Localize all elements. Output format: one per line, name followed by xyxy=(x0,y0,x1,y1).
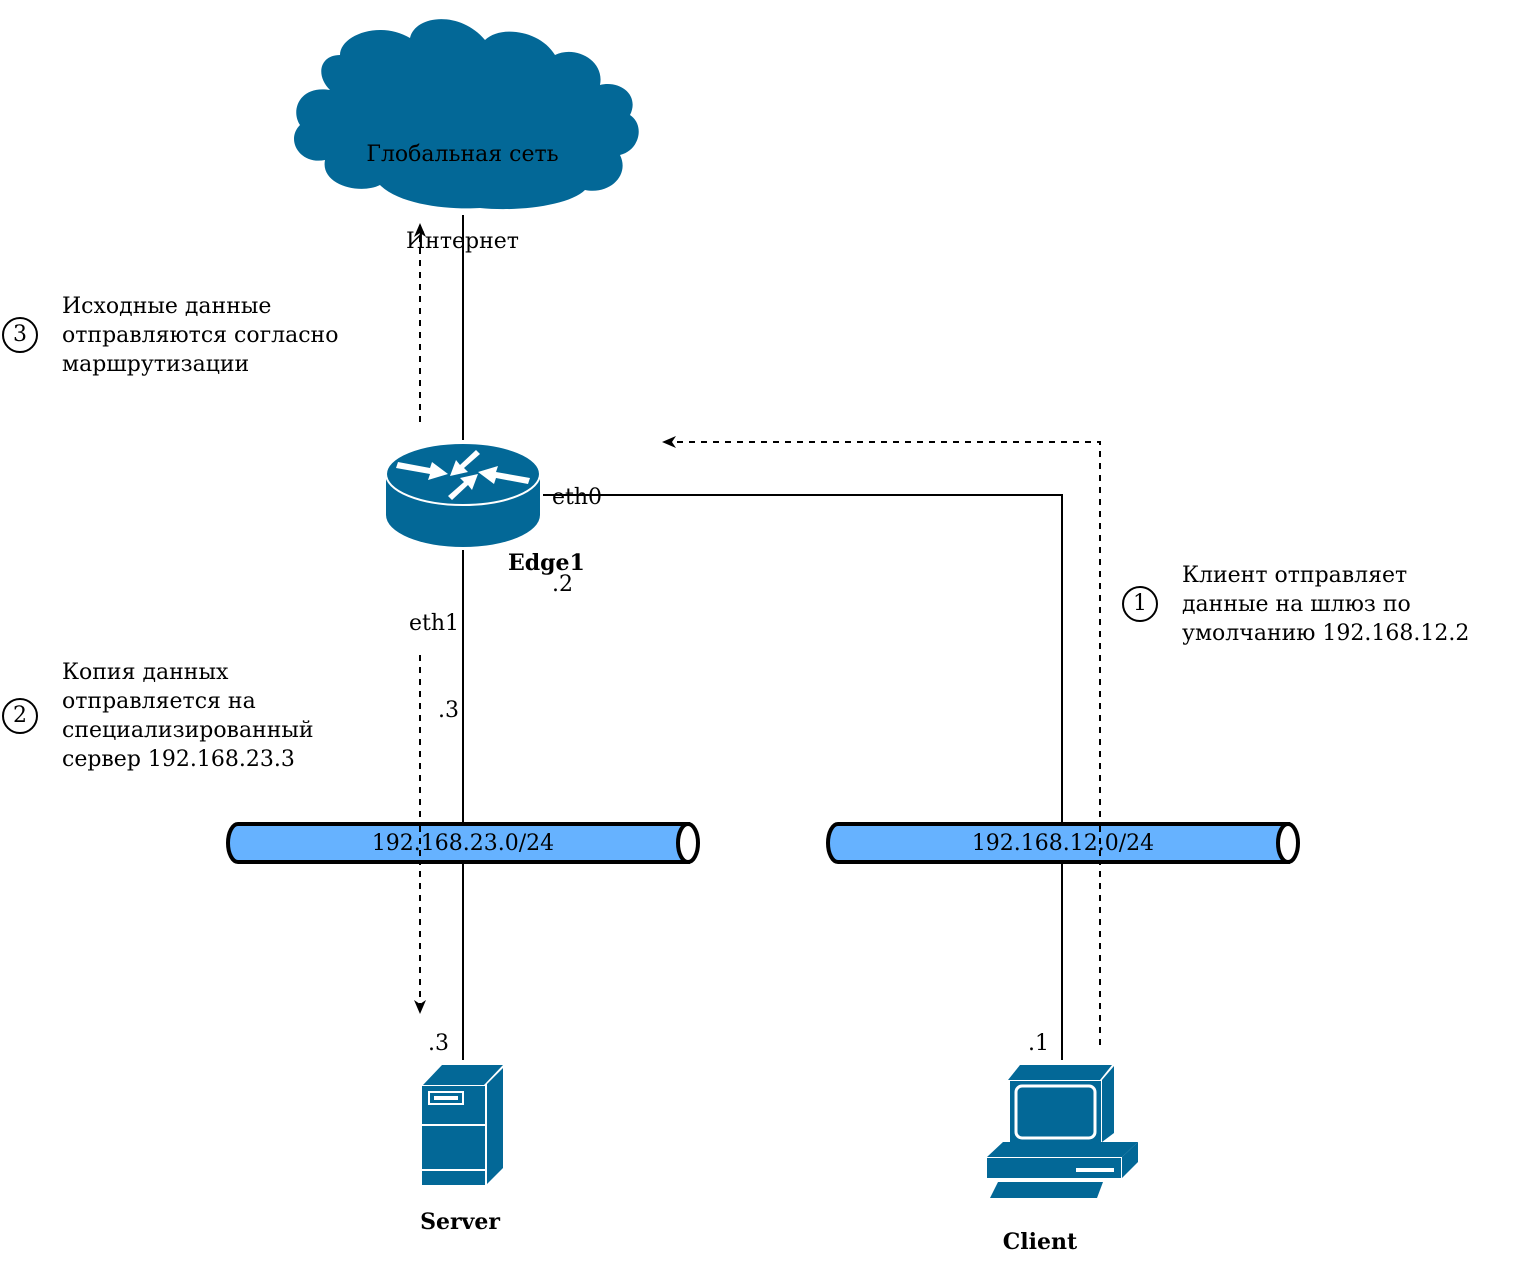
eth1-address: .3 xyxy=(438,698,459,723)
eth1-label: eth1 .3 xyxy=(405,551,459,783)
step-badge-1: 1 xyxy=(1122,586,1158,622)
server-address: .3 xyxy=(428,1031,449,1056)
step-3-line: Исходные данные xyxy=(62,294,272,319)
cloud-label: Глобальная сеть Интернет xyxy=(340,82,585,314)
eth0-label: eth0 .2 xyxy=(552,425,602,657)
link-router-eth0 xyxy=(543,494,1063,1060)
eth0-address: .2 xyxy=(552,572,573,597)
workstation-icon[interactable] xyxy=(987,1065,1138,1198)
router-name: Edge1 xyxy=(508,550,585,576)
step-1-line: Клиент отправляет xyxy=(1182,563,1408,588)
step-1-line: умолчанию 192.168.12.2 xyxy=(1182,621,1470,646)
eth1-name: eth1 xyxy=(408,611,459,636)
eth0-name: eth0 xyxy=(552,485,603,510)
step-2-line: специализированный xyxy=(62,718,314,743)
router-icon[interactable] xyxy=(385,442,541,547)
flow-arrow-1 xyxy=(662,436,1101,1045)
server-name: Server xyxy=(420,1209,500,1235)
client-name: Client xyxy=(1002,1229,1078,1255)
segment-label-23: 192.168.23.0/24 xyxy=(371,831,555,856)
step-2-line: отправляется на xyxy=(62,689,256,714)
segment-label-12: 192.168.12.0/24 xyxy=(971,831,1155,856)
step-description-3: Исходные данные отправляются согласно ма… xyxy=(62,292,338,379)
step-badge-2: 2 xyxy=(2,698,38,734)
cloud-icon xyxy=(294,19,639,210)
server-icon[interactable] xyxy=(422,1065,503,1185)
cloud-label-line2: Интернет xyxy=(406,229,519,254)
step-2-line: Копия данных xyxy=(62,660,229,685)
client-address: .1 xyxy=(1028,1031,1049,1056)
step-1-line: данные на шлюз по xyxy=(1182,592,1411,617)
step-3-line: отправляются согласно xyxy=(62,323,339,348)
cloud-label-line1: Глобальная сеть xyxy=(366,142,559,167)
step-3-line: маршрутизации xyxy=(62,352,250,377)
step-2-line: сервер 192.168.23.3 xyxy=(62,747,295,772)
segment-pipe-23 xyxy=(226,822,700,864)
step-badge-3: 3 xyxy=(2,317,38,353)
segment-pipe-12 xyxy=(826,822,1300,864)
step-description-1: Клиент отправляет данные на шлюз по умол… xyxy=(1182,561,1469,648)
step-description-2: Копия данных отправляется на специализир… xyxy=(62,658,314,774)
